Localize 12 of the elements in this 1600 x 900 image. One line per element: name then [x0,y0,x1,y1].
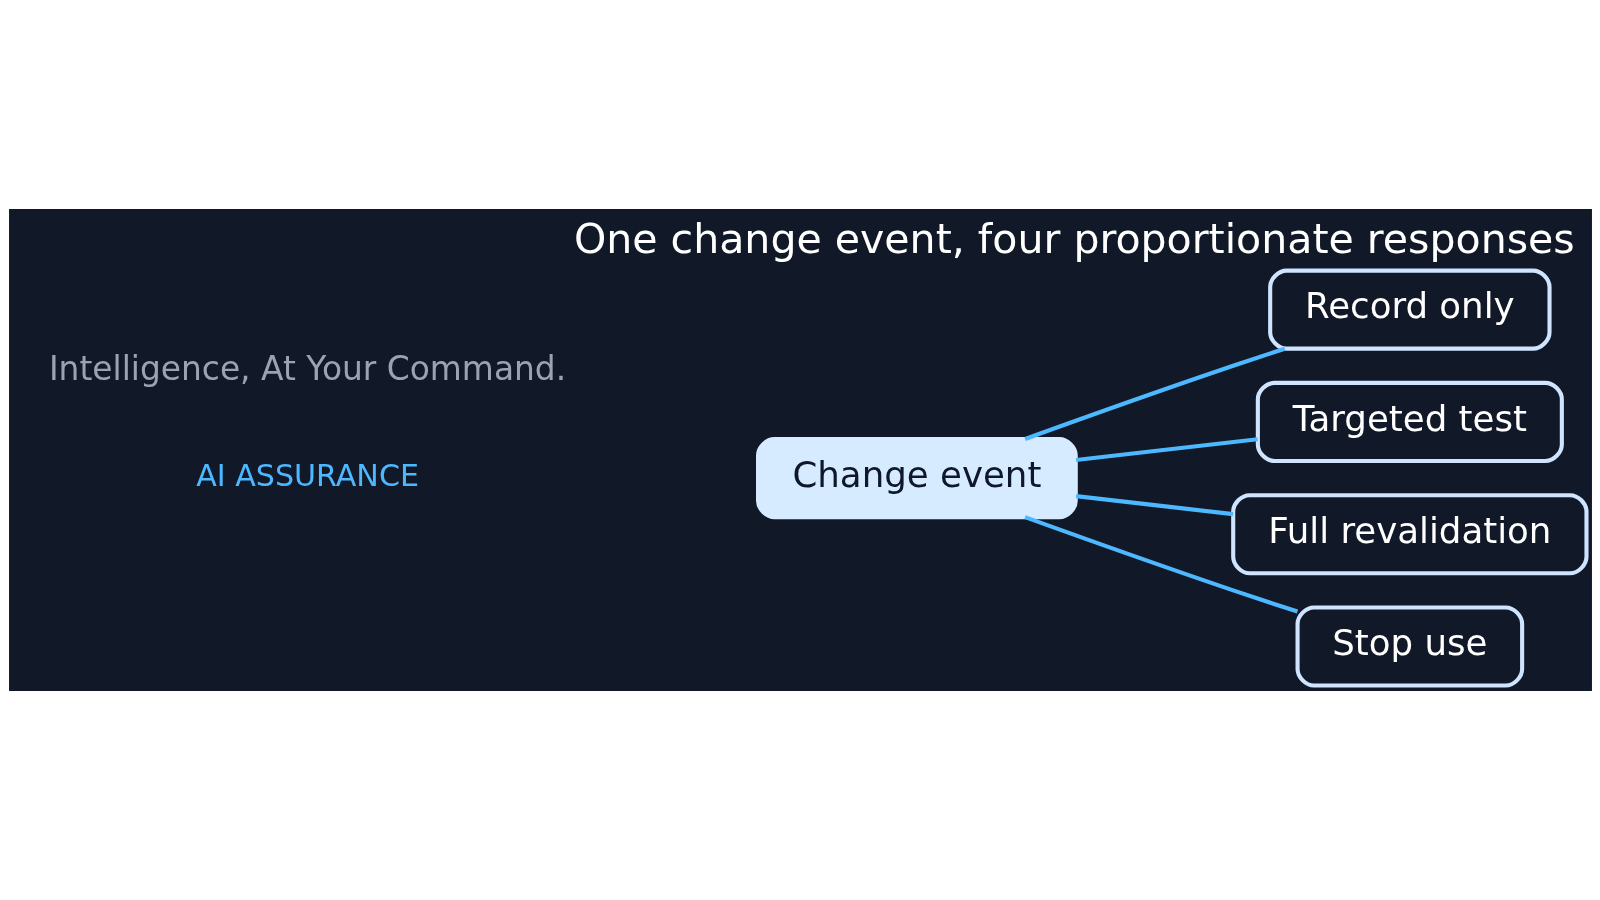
connector [1023,346,1285,441]
connector [1075,494,1233,517]
connector [1075,437,1258,463]
node-box: Change event [755,437,1078,520]
diagram-title: One change event, four proportionate responses [573,214,1575,263]
node-box: Stop use [1295,605,1524,688]
node-box: Record only [1267,268,1552,351]
connector [1023,515,1298,614]
node-box: Targeted test [1255,380,1564,463]
node-box: Full revalidation [1230,493,1589,576]
label: Intelligence, At Your Command. [48,348,566,388]
label: AI ASSURANCE [195,457,419,493]
